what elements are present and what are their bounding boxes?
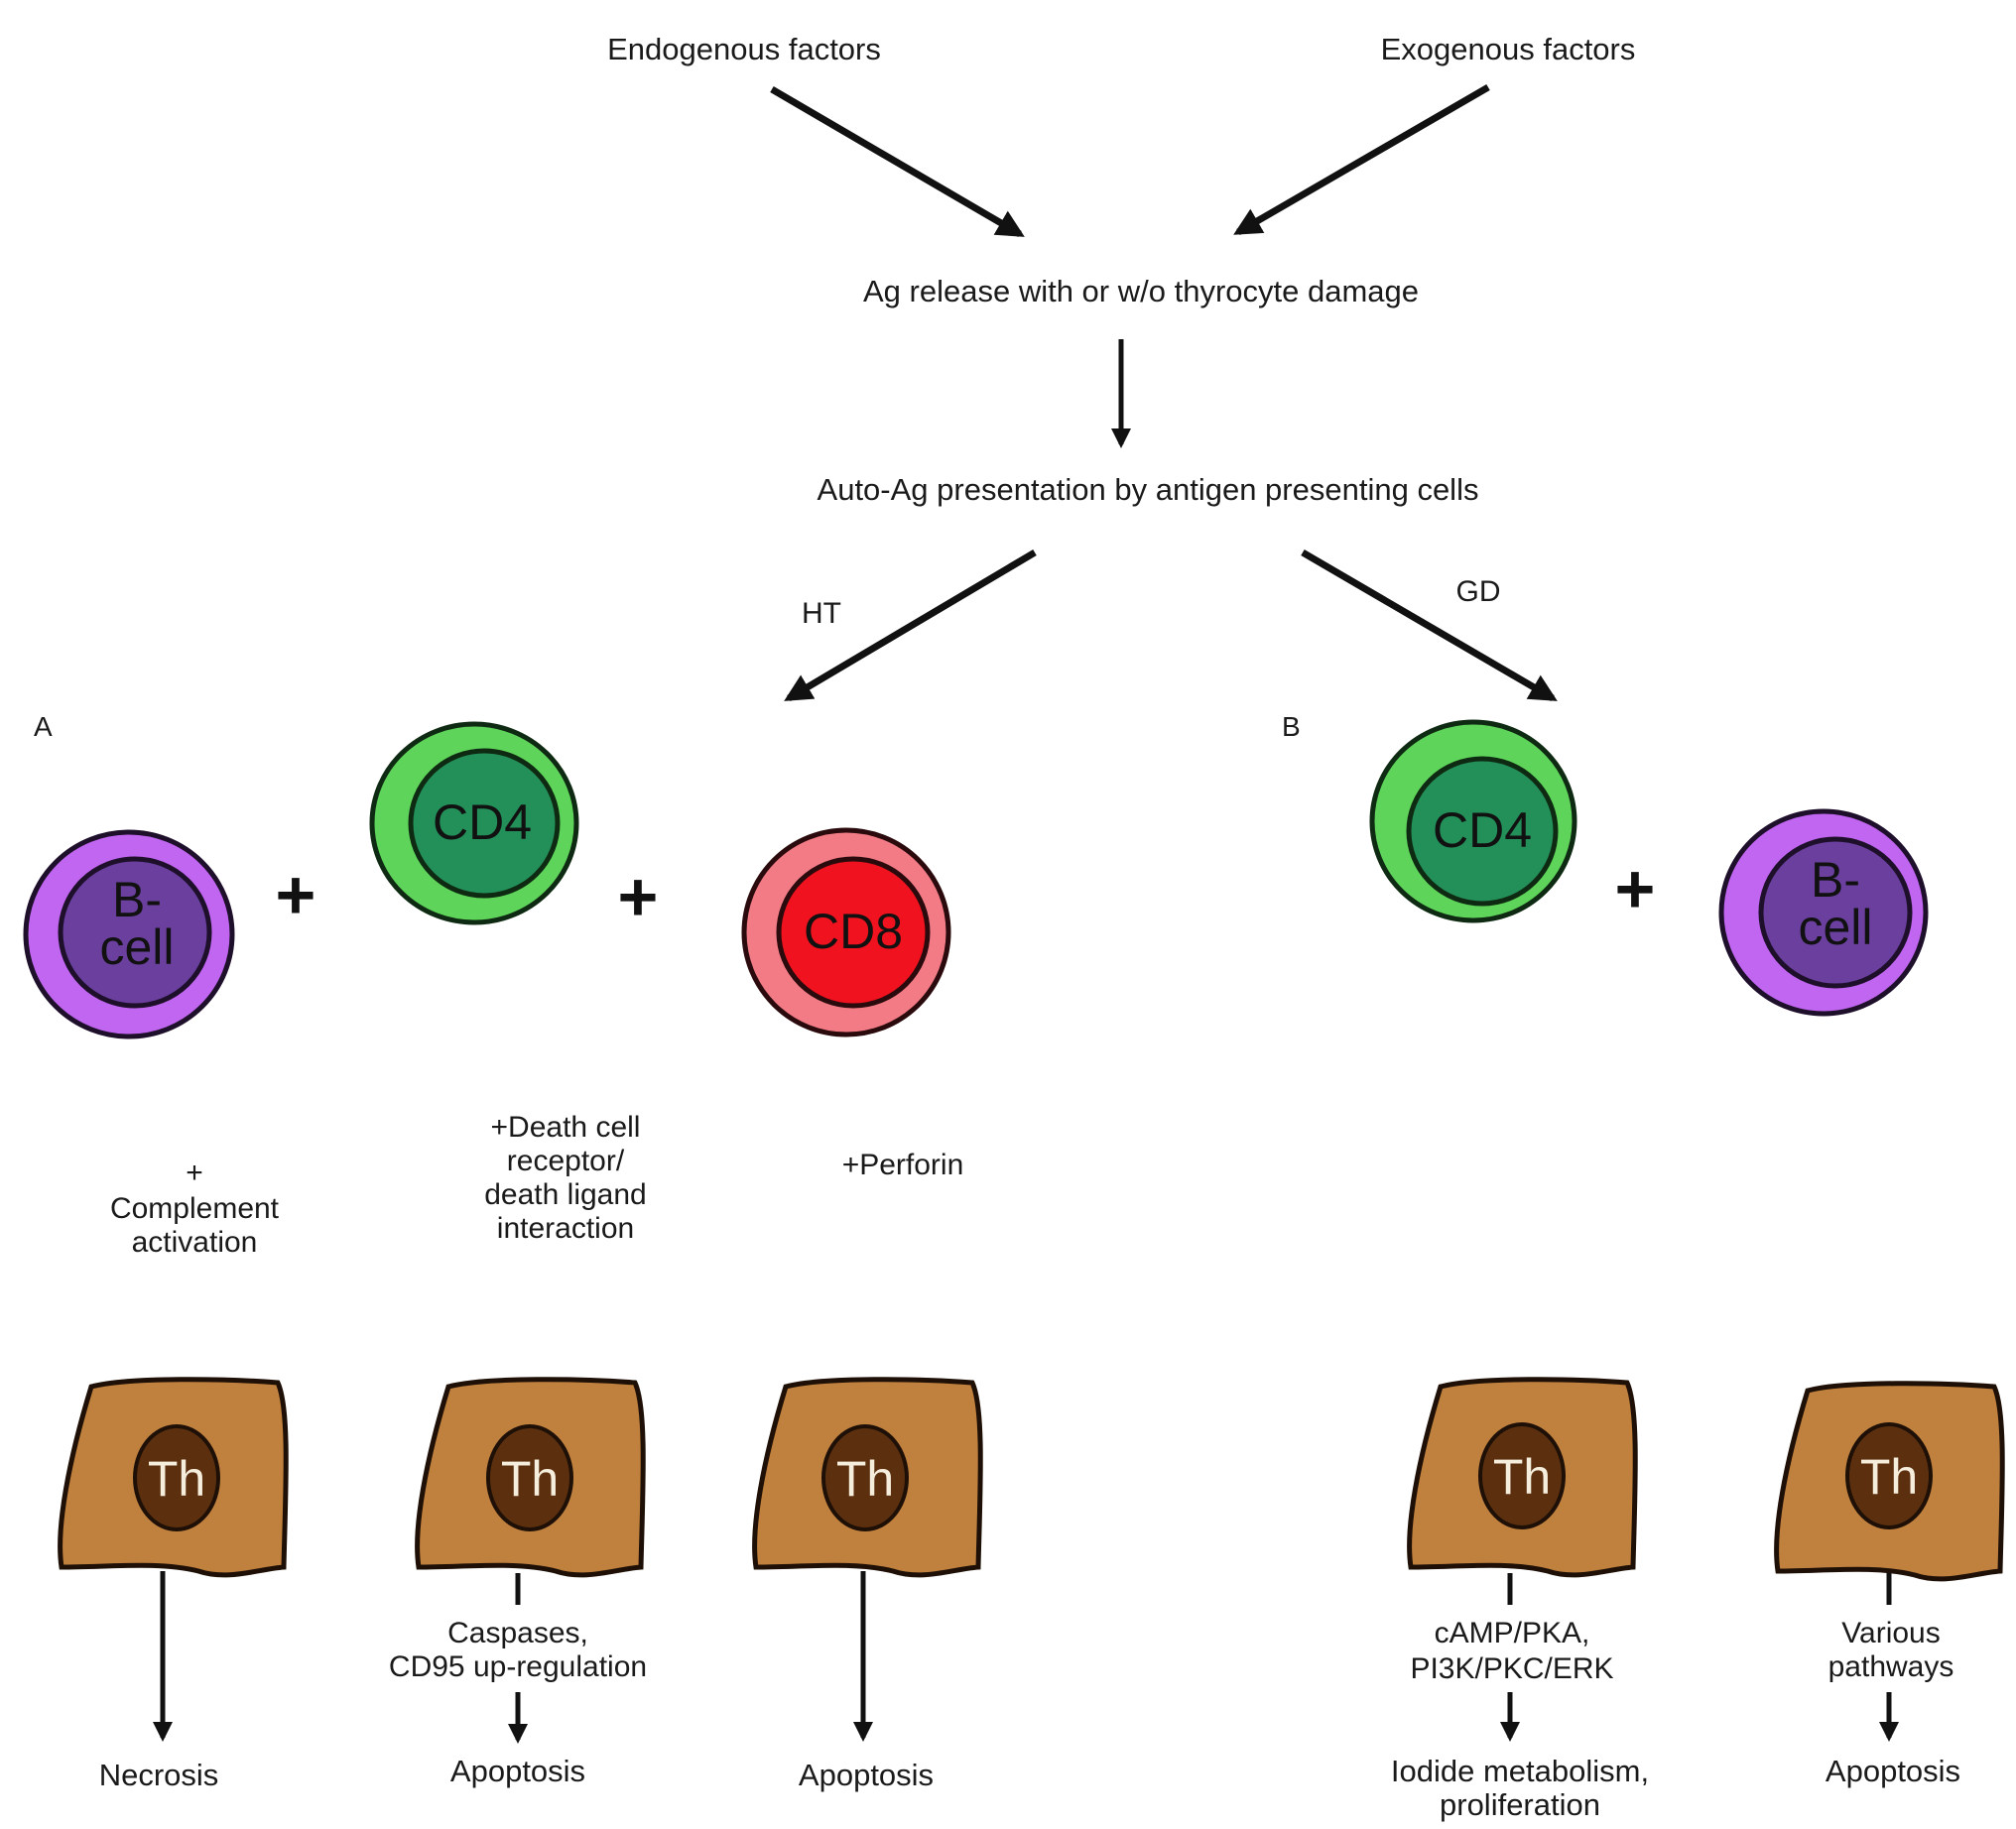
panel-a-outcome-apoptosis-2: Apoptosis (799, 1758, 934, 1792)
antibody-icon (1518, 1145, 1591, 1232)
panel-a-cd4-cell: CD4 (369, 721, 579, 925)
panel-a-cd8-label: CD8 (804, 904, 903, 959)
panel-a-cd4-mechanism: +Death cell receptor/ death ligand inter… (484, 1111, 646, 1245)
mechanism-line: activation (132, 1226, 258, 1259)
mechanism-line: receptor/ (507, 1145, 625, 1177)
panel-b-label: B (1282, 711, 1301, 742)
panel-a-thyrocyte-3: Th (752, 1377, 983, 1578)
panel-a-outcome-necrosis: Necrosis (99, 1758, 219, 1792)
auto-ag-presentation-label: Auto-Ag presentation by antigen presenti… (818, 472, 1479, 507)
gd-branch-label: GD (1456, 575, 1501, 608)
panel-a-cd8-cell: CD8 (741, 827, 951, 1037)
ag-release-label: Ag release with or w/o thyrocyte damage (863, 274, 1419, 308)
gd-branch-arrow (1301, 549, 1558, 702)
antibody-icon (187, 1061, 260, 1149)
outcome-line: Iodide metabolism, (1391, 1754, 1649, 1788)
mechanism-line: death ligand (484, 1178, 646, 1211)
panel-a-bcell-label-line2: cell (99, 919, 174, 975)
panel-b-plus: + (1615, 850, 1656, 927)
panel-a-bcell-label-line1: B- (112, 872, 162, 927)
panel-a-antibodies (109, 1061, 260, 1172)
pathway-line: PI3K/PKC/ERK (1410, 1652, 1613, 1685)
panel-b-cd4-cell: CD4 (1369, 719, 1577, 923)
panel-b-various-text: Various pathways (1828, 1617, 1954, 1683)
mechanism-line: +Death cell (491, 1111, 641, 1144)
panel-b-camp-text: cAMP/PKA, PI3K/PKC/ERK (1410, 1617, 1613, 1685)
mechanism-line: + (186, 1157, 203, 1189)
thyrocyte-label: Th (1860, 1449, 1918, 1505)
panel-a-plus-2: + (618, 858, 659, 935)
thyrocyte-label: Th (148, 1451, 205, 1507)
ht-branch-arrow (784, 549, 1037, 702)
mechanism-line: interaction (497, 1212, 634, 1245)
exogenous-arrow (1233, 83, 1490, 236)
endogenous-arrow (770, 85, 1025, 238)
pathway-line: cAMP/PKA, (1435, 1617, 1590, 1649)
antibody-icon (109, 1085, 183, 1172)
panel-a-label: A (34, 711, 53, 742)
panel-b-thyrocyte-2: Th (1774, 1381, 2005, 1582)
panel-a-thyrocyte-2: Th (415, 1377, 646, 1578)
antibody-icon (1840, 1151, 1914, 1238)
panel-b-bcell-label-line2: cell (1798, 900, 1872, 955)
outcome-line: proliferation (1440, 1787, 1600, 1822)
panel-a-bcell-mechanism: + Complement activation (110, 1157, 280, 1259)
ht-branch-label: HT (802, 597, 841, 630)
antibody-icon (1915, 1135, 1988, 1222)
panel-b-antibodies (1518, 1008, 1988, 1238)
panel-b-cd4-label: CD4 (1433, 802, 1532, 858)
panel-a-cd8-mechanism: +Perforin (842, 1149, 964, 1181)
pathway-line: Caspases, (447, 1617, 588, 1649)
panel-a-bcell: B- cell (23, 829, 235, 1039)
panel-b-bcell-label-line1: B- (1811, 852, 1860, 908)
pathway-line: Various (1841, 1617, 1941, 1649)
membrane-antibody-icon (1855, 1008, 1929, 1095)
panel-b-outcome-iodide: Iodide metabolism, proliferation (1391, 1754, 1649, 1822)
panel-b-outcome-apoptosis: Apoptosis (1826, 1754, 1960, 1788)
mechanism-line: Complement (110, 1192, 280, 1225)
panel-a-caspase-text: Caspases, CD95 up-regulation (389, 1617, 647, 1683)
thyrocyte-label: Th (1493, 1449, 1551, 1505)
panel-b-bcell: B- cell (1718, 808, 1929, 1017)
panel-a-outcome-apoptosis-1: Apoptosis (450, 1754, 585, 1788)
panel-a-cd4-label: CD4 (433, 794, 532, 850)
panel-a-plus-1: + (276, 856, 316, 933)
thyrocyte-label: Th (836, 1451, 894, 1507)
endogenous-factors-label: Endogenous factors (607, 32, 881, 66)
exogenous-factors-label: Exogenous factors (1381, 32, 1636, 66)
panel-b-thyrocyte-1: Th (1407, 1377, 1638, 1578)
thyrocyte-label: Th (501, 1451, 559, 1507)
antibody-icon (1591, 1133, 1665, 1220)
pathway-line: pathways (1828, 1650, 1954, 1683)
pathway-line: CD95 up-regulation (389, 1650, 647, 1683)
panel-a-thyrocyte-1: Th (58, 1377, 289, 1578)
